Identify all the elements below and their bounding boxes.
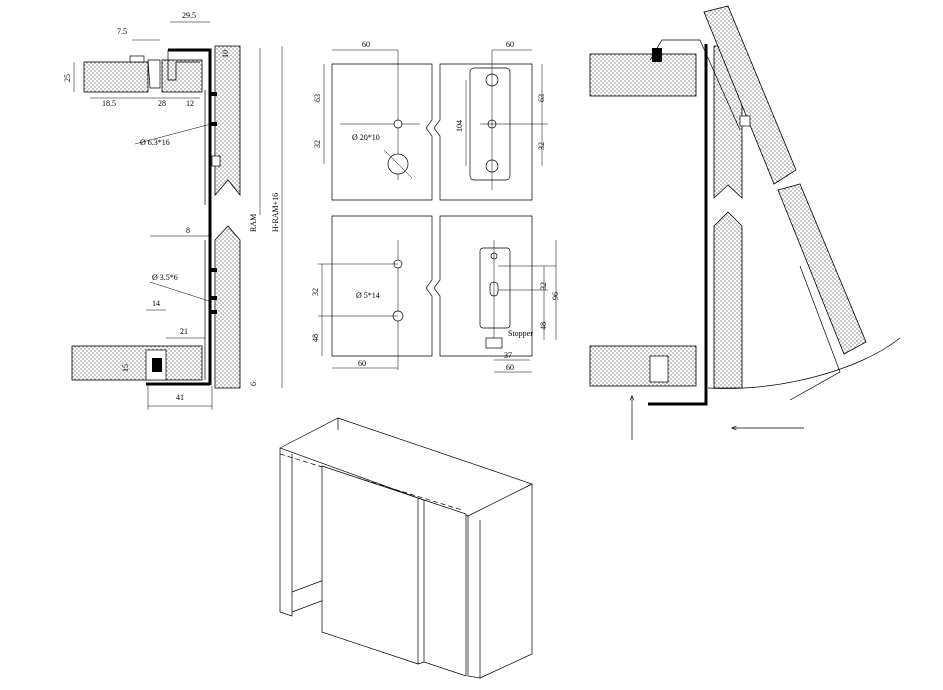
- dim-15: 15: [121, 364, 130, 372]
- top-rail-block-right: [161, 59, 203, 93]
- swing-section: [589, 5, 901, 440]
- hole-small-label: Ø 3.5*6: [152, 273, 178, 282]
- bottom-roller: [152, 358, 162, 372]
- dim-14: 14: [152, 299, 160, 308]
- hole-top-label: Ø 20*10: [352, 133, 380, 142]
- door-front: [321, 465, 419, 665]
- swing-side-lower: [713, 211, 743, 389]
- dim-32-lower-left: 32: [311, 288, 320, 296]
- swing-roller-housing: [649, 355, 669, 383]
- drilling-panels: 60 63 32 Ø 20*10 60 104 63 32 32 48 Ø 5*…: [311, 40, 560, 373]
- fixing-upper-3: [211, 155, 221, 167]
- side-wall-upper: [214, 45, 241, 197]
- dim-10: 10: [221, 50, 230, 58]
- width-top-left: 60: [362, 40, 370, 49]
- fixing-upper-1: [211, 92, 217, 96]
- width-top-right: 60: [506, 40, 514, 49]
- dim-18-5: 18.5: [102, 99, 116, 108]
- dim-41: 41: [176, 393, 184, 402]
- door-back: [423, 499, 467, 677]
- dim-25: 25: [63, 74, 72, 82]
- stopper-block: [485, 337, 503, 349]
- section-detail: 29.5 7.5 10 25 18.5 28 12 Ø 6.3*16 RAM H…: [63, 11, 283, 410]
- height-label: H-RAM+16: [271, 193, 280, 232]
- dim-37: 37: [504, 351, 512, 360]
- door-upper-open: [703, 5, 797, 185]
- dim-63-left: 63: [313, 94, 322, 102]
- dim-7-5: 7.5: [117, 27, 127, 36]
- ram-label: RAM: [249, 214, 258, 232]
- fixing-lower-3: [211, 310, 217, 314]
- dim-21: 21: [180, 327, 188, 336]
- cabinet-right-front-edge: [467, 516, 481, 679]
- dim-28: 28: [158, 99, 166, 108]
- dim-104: 104: [455, 120, 464, 132]
- dim-6: 6: [249, 382, 258, 386]
- dim-12: 12: [186, 99, 194, 108]
- door-lower-open: [777, 183, 867, 355]
- width-bottom-left: 60: [358, 359, 366, 368]
- dim-29-5: 29.5: [182, 11, 196, 20]
- side-wall-lower: [214, 225, 241, 389]
- cabinet-right-side: [479, 484, 533, 679]
- fixing-upper-2: [211, 122, 217, 126]
- side-profile: [168, 48, 212, 385]
- fixing-lower-2: [211, 296, 217, 300]
- width-bottom-right: 60: [506, 363, 514, 372]
- swing-bottom-block: [589, 345, 697, 387]
- swing-arc: [707, 337, 901, 389]
- hole-bottom-label: Ø 5*14: [356, 291, 380, 300]
- top-track: [167, 50, 200, 81]
- stopper-label: Stopper: [508, 329, 533, 338]
- dim-63-right: 63: [537, 94, 546, 102]
- cabinet-isometric: [279, 417, 533, 679]
- hole-large-label: Ø 6.3*16: [140, 138, 170, 147]
- top-clip: [129, 55, 145, 63]
- dim-48-left: 48: [311, 334, 320, 342]
- panel-bottom-left: [331, 215, 433, 357]
- top-rail-block: [83, 61, 149, 93]
- hole-top-small: [393, 119, 403, 129]
- dim-32-right: 32: [537, 142, 546, 150]
- panel-top-left: [331, 63, 433, 201]
- dim-8: 8: [186, 226, 190, 235]
- dim-32-left: 32: [313, 140, 322, 148]
- dim-96: 96: [551, 292, 560, 300]
- bottom-block: [71, 345, 203, 381]
- top-guide: [147, 59, 161, 89]
- dim-48-right: 48: [539, 322, 548, 330]
- cabinet-left-side: [279, 448, 293, 617]
- swing-profile: [648, 44, 708, 406]
- fixing-lower-1: [211, 268, 217, 272]
- dim-32-lower-right: 32: [539, 282, 548, 290]
- swing-top-block: [589, 53, 697, 97]
- cabinet-bottom-shelf: [291, 579, 325, 613]
